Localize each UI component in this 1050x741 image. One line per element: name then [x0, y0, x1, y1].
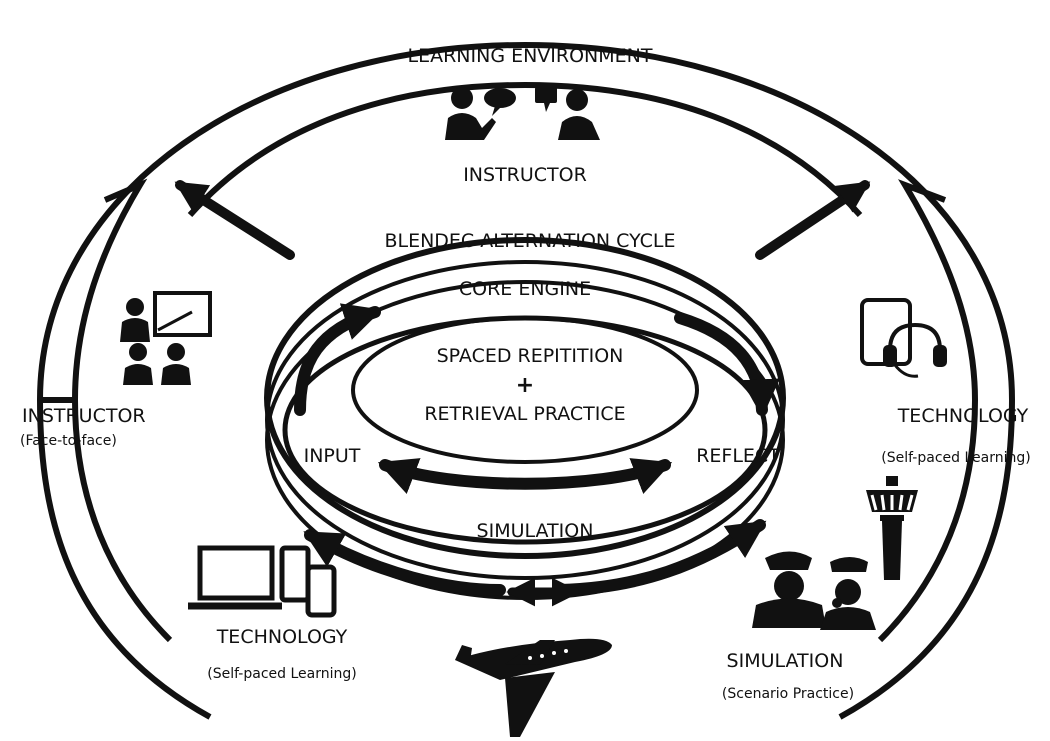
devices-icon: [188, 545, 337, 618]
simulation-inner-label: SIMULATION: [477, 520, 594, 542]
discussion-icon: [445, 87, 600, 140]
cycle-label: BLENDEC ALTERNATION CYCLE: [384, 230, 675, 252]
tablet-headset-icon: [860, 298, 947, 378]
core-engine-label: CORE ENGINE: [459, 278, 591, 300]
instructor-left-sub: (Face-to-face): [20, 433, 117, 449]
simulation-arrows: [303, 519, 767, 607]
spaced-label: SPACED REPITITION: [437, 345, 624, 367]
technology-bottom-sub: (Self-paced Learning): [207, 666, 356, 682]
airplane-icon: [455, 638, 612, 737]
teacher-board-icon: [120, 291, 212, 385]
simulation-bottom-label: SIMULATION: [727, 650, 844, 672]
control-tower-icon: [866, 476, 918, 580]
outer-arrows: [174, 180, 871, 260]
simulation-bottom-sub: (Scenario Practice): [722, 686, 854, 702]
pilot-controller-icon: [752, 551, 876, 630]
retrieval-label: RETRIEVAL PRACTICE: [424, 403, 625, 425]
technology-right-label: TECHNOLOGY: [897, 405, 1029, 427]
instructor-top-label: INSTRUCTOR: [463, 164, 587, 186]
technology-bottom-label: TECHNOLOGY: [216, 626, 348, 648]
environment-label: LEARNING ENVIRONMENT: [408, 45, 653, 67]
technology-right-sub: (Self-paced Learning): [881, 450, 1030, 466]
input-label: INPUT: [304, 445, 361, 467]
plus-sign: +: [516, 373, 534, 398]
instructor-left-label: INSTRUCTOR: [22, 405, 146, 427]
outer-ring: [36, 41, 1016, 720]
reflect-label: REFLECT: [696, 445, 780, 467]
core-arrows: [294, 303, 780, 494]
